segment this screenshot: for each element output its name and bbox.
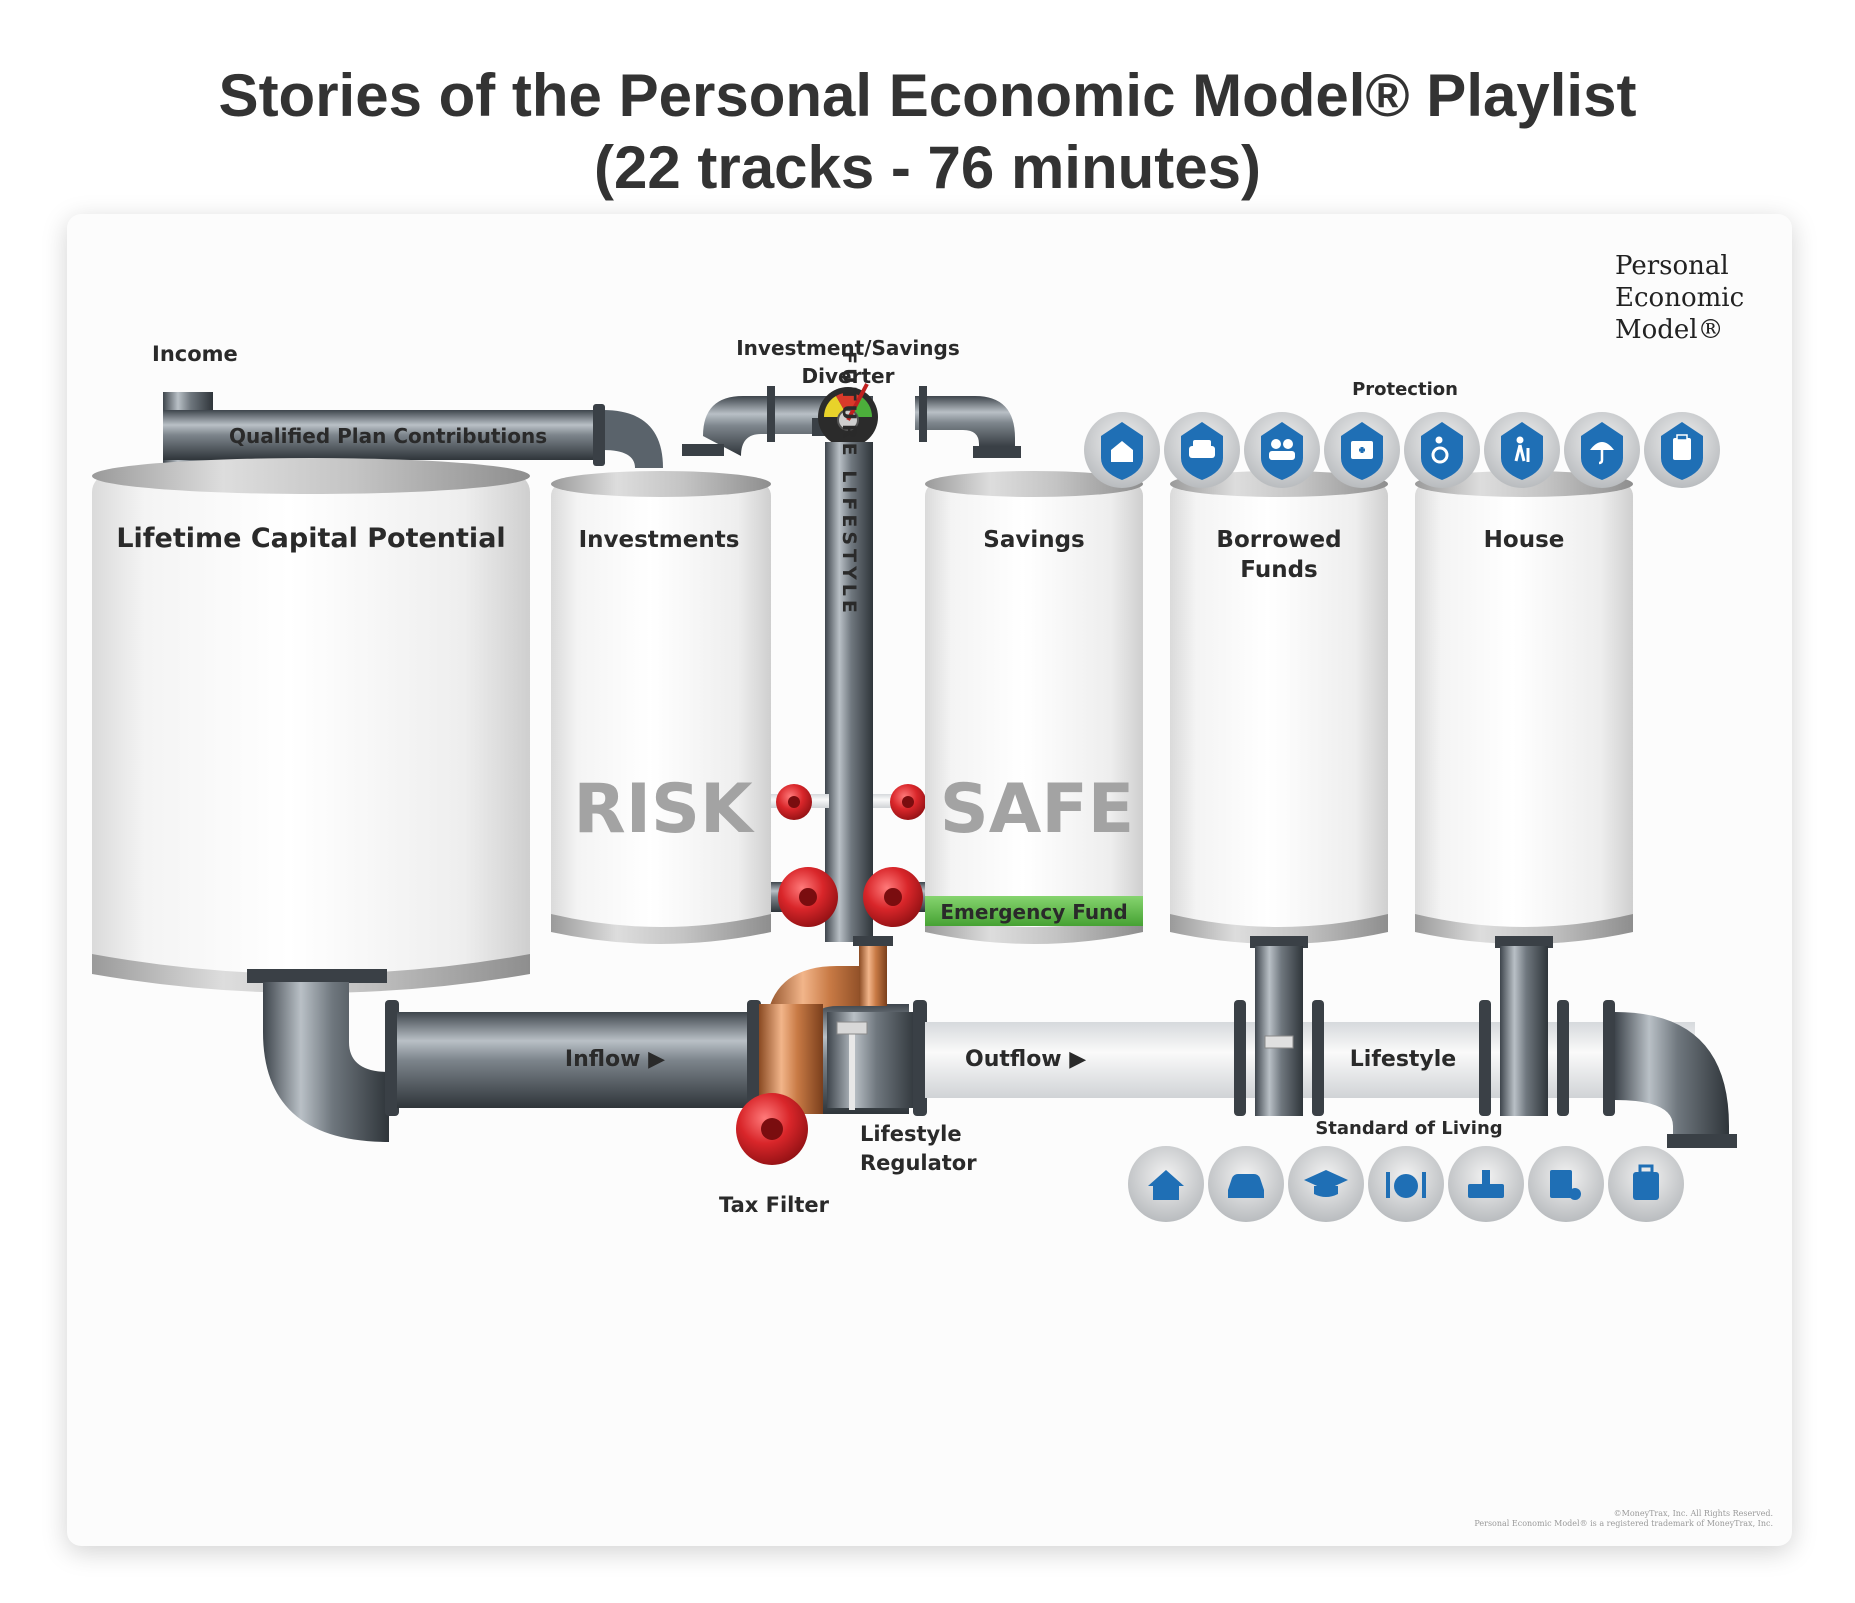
- diagram-card: Personal Economic Model® Income Qualifie…: [67, 214, 1792, 1546]
- valve-investments-large[interactable]: [778, 867, 838, 927]
- lifestyle-home-icon[interactable]: [1128, 1146, 1204, 1222]
- protection-family-icon[interactable]: [1244, 412, 1320, 488]
- tax-filter-valve[interactable]: [736, 1093, 808, 1165]
- inflow-label: Inflow ▶: [565, 1047, 665, 1072]
- qualified-plan-label: Qualified Plan Contributions: [229, 424, 547, 448]
- diverter-gauge: [818, 383, 878, 447]
- tank-borrowed-label-line1: Borrowed: [1216, 527, 1341, 553]
- protection-icons: [1084, 412, 1720, 488]
- tank-investments: [551, 471, 771, 944]
- lifestyle-icons: [1128, 1146, 1684, 1222]
- lifestyle-car-icon[interactable]: [1208, 1146, 1284, 1222]
- lifestyle-dining-icon[interactable]: [1368, 1146, 1444, 1222]
- standard-of-living-label: Standard of Living: [1315, 1118, 1502, 1139]
- brand-line2: Economic: [1615, 283, 1744, 313]
- valve-savings-small[interactable]: [890, 784, 926, 820]
- valve-investments-small[interactable]: [776, 784, 812, 820]
- protection-disability-icon[interactable]: [1404, 412, 1480, 488]
- safe-label: SAFE: [940, 770, 1135, 849]
- page-title: Stories of the Personal Economic Model® …: [0, 60, 1855, 204]
- lifestyle-graduation-cap-icon[interactable]: [1288, 1146, 1364, 1222]
- emergency-fund-bar: [925, 896, 1143, 926]
- house-drop: [1479, 936, 1569, 1116]
- personal-economic-model-diagram: Personal Economic Model® Income Qualifie…: [92, 251, 1773, 1528]
- protection-medical-icon[interactable]: [1324, 412, 1400, 488]
- tank-savings: [925, 471, 1143, 944]
- income-label: Income: [152, 342, 238, 366]
- diverter-label-line2: Diverter: [802, 364, 895, 388]
- tax-filter-label: Tax Filter: [719, 1193, 830, 1217]
- income-pipe: [163, 392, 663, 482]
- brand-line3: Model®: [1615, 315, 1724, 345]
- tank-house-label: House: [1484, 527, 1565, 553]
- lifestyle-label: Lifestyle: [1350, 1047, 1456, 1072]
- lifestyle-luggage-icon[interactable]: [1608, 1146, 1684, 1222]
- protection-home-icon[interactable]: [1084, 412, 1160, 488]
- future-lifestyle-label: FUTURE LIFESTYLE: [838, 351, 860, 617]
- lifestyle-regulator: [759, 936, 927, 1116]
- emergency-fund-label: Emergency Fund: [940, 900, 1127, 924]
- tank-investments-label: Investments: [579, 527, 740, 553]
- diverter-label-line1: Investment/Savings: [736, 336, 960, 360]
- tank-borrowed-label-line2: Funds: [1240, 557, 1317, 583]
- lifestyle-donation-icon[interactable]: [1448, 1146, 1524, 1222]
- tank-savings-label: Savings: [983, 527, 1085, 553]
- brand-line1: Personal: [1615, 251, 1729, 281]
- page-title-line1: Stories of the Personal Economic Model® …: [218, 62, 1637, 130]
- exit-elbow: [1603, 1000, 1737, 1148]
- protection-label: Protection: [1352, 379, 1458, 400]
- inflow-pipe: [247, 969, 761, 1142]
- copyright-line1: ©MoneyTrax, Inc. All Rights Reserved.: [1614, 1509, 1773, 1518]
- page-title-line2: (22 tracks - 76 minutes): [594, 134, 1261, 202]
- copyright-line2: Personal Economic Model® is a registered…: [1474, 1519, 1773, 1528]
- regulator-label-line1: Lifestyle: [860, 1122, 962, 1146]
- tank-lifetime-capital-label: Lifetime Capital Potential: [116, 523, 505, 554]
- valve-savings-large[interactable]: [863, 867, 923, 927]
- future-lifestyle-pipe: [825, 442, 873, 942]
- borrowed-funds-drop: [1234, 936, 1324, 1116]
- regulator-label-line2: Regulator: [860, 1151, 977, 1175]
- outflow-label: Outflow ▶: [965, 1047, 1086, 1072]
- lifestyle-entertainment-icon[interactable]: [1528, 1146, 1604, 1222]
- tank-lifetime-capital: [92, 458, 530, 993]
- protection-document-icon[interactable]: [1644, 412, 1720, 488]
- risk-label: RISK: [573, 770, 755, 849]
- protection-car-icon[interactable]: [1164, 412, 1240, 488]
- protection-elderly-care-icon[interactable]: [1484, 412, 1560, 488]
- protection-umbrella-icon[interactable]: [1564, 412, 1640, 488]
- brand-logo: Personal Economic Model®: [1615, 251, 1744, 345]
